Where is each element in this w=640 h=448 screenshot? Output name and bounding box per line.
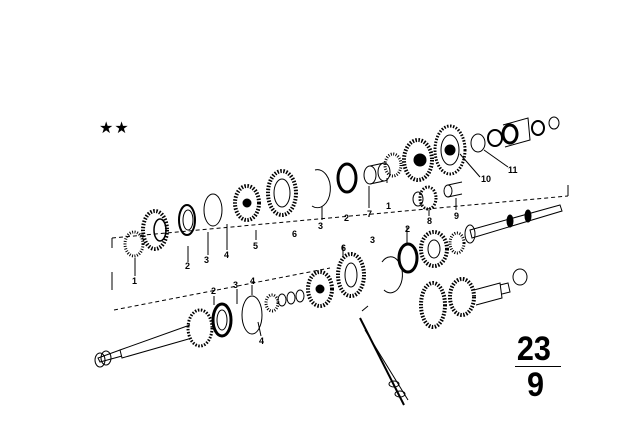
- circlip-2: [381, 256, 403, 294]
- callout-label: 2: [405, 224, 411, 234]
- page-number-bottom: 9: [526, 366, 544, 404]
- sync-hub: [233, 184, 261, 222]
- callout-label: 5: [253, 241, 259, 251]
- callout-label: 7: [367, 209, 373, 219]
- sleeve: [266, 169, 298, 217]
- speedo-drive: [359, 305, 409, 406]
- callout-label: 2: [344, 213, 350, 223]
- callout-label: 2: [211, 286, 217, 296]
- callout-label: 9: [454, 211, 460, 221]
- callout-label: 3: [233, 280, 239, 290]
- synchro-ring-2: [336, 162, 358, 194]
- gear-8: [412, 185, 438, 211]
- spring-2: [241, 295, 263, 335]
- main-shaft: [464, 204, 563, 244]
- synchro-ring-3: [397, 242, 419, 274]
- callout-label: 11: [508, 165, 518, 175]
- marker-stars: ★★: [99, 120, 130, 137]
- page-number-top: 23: [516, 330, 551, 368]
- callout-label: 4: [224, 250, 230, 260]
- callout-label: 4: [250, 276, 256, 286]
- needle-bearing-2: [383, 152, 403, 178]
- output-parts: [487, 116, 560, 148]
- needle-bearing-3: [448, 231, 466, 255]
- callout-label: 2: [185, 261, 191, 271]
- callout-label: 6: [341, 243, 347, 253]
- callout-label: 8: [427, 216, 433, 226]
- gear-2: [402, 138, 434, 182]
- callout-label: 4: [259, 336, 265, 346]
- synchro-ring-4: [211, 302, 233, 338]
- countershaft: [419, 268, 528, 329]
- callout-label: 6: [292, 229, 298, 239]
- needle-bearing: [123, 230, 145, 258]
- gear-3: [419, 230, 449, 268]
- input-shaft: [94, 308, 214, 368]
- callout-label: 10: [481, 174, 492, 184]
- circlip: [311, 169, 331, 209]
- gear-10: [433, 124, 467, 176]
- callout-label: 1: [132, 276, 138, 286]
- washers: [264, 289, 305, 313]
- sync-hub-2: [306, 270, 334, 308]
- callout-label: 3: [204, 255, 210, 265]
- spring: [203, 193, 223, 227]
- washer-11: [470, 133, 486, 153]
- callout-label: 3: [318, 221, 324, 231]
- sleeve-2: [336, 252, 366, 298]
- synchro-ring: [178, 204, 196, 236]
- bushing-9: [443, 181, 463, 198]
- page-number-divider: [515, 366, 561, 367]
- callout-label: 3: [370, 235, 376, 245]
- gear-1: [141, 209, 169, 251]
- bushing: [363, 162, 391, 185]
- callout-label: 1: [386, 201, 392, 211]
